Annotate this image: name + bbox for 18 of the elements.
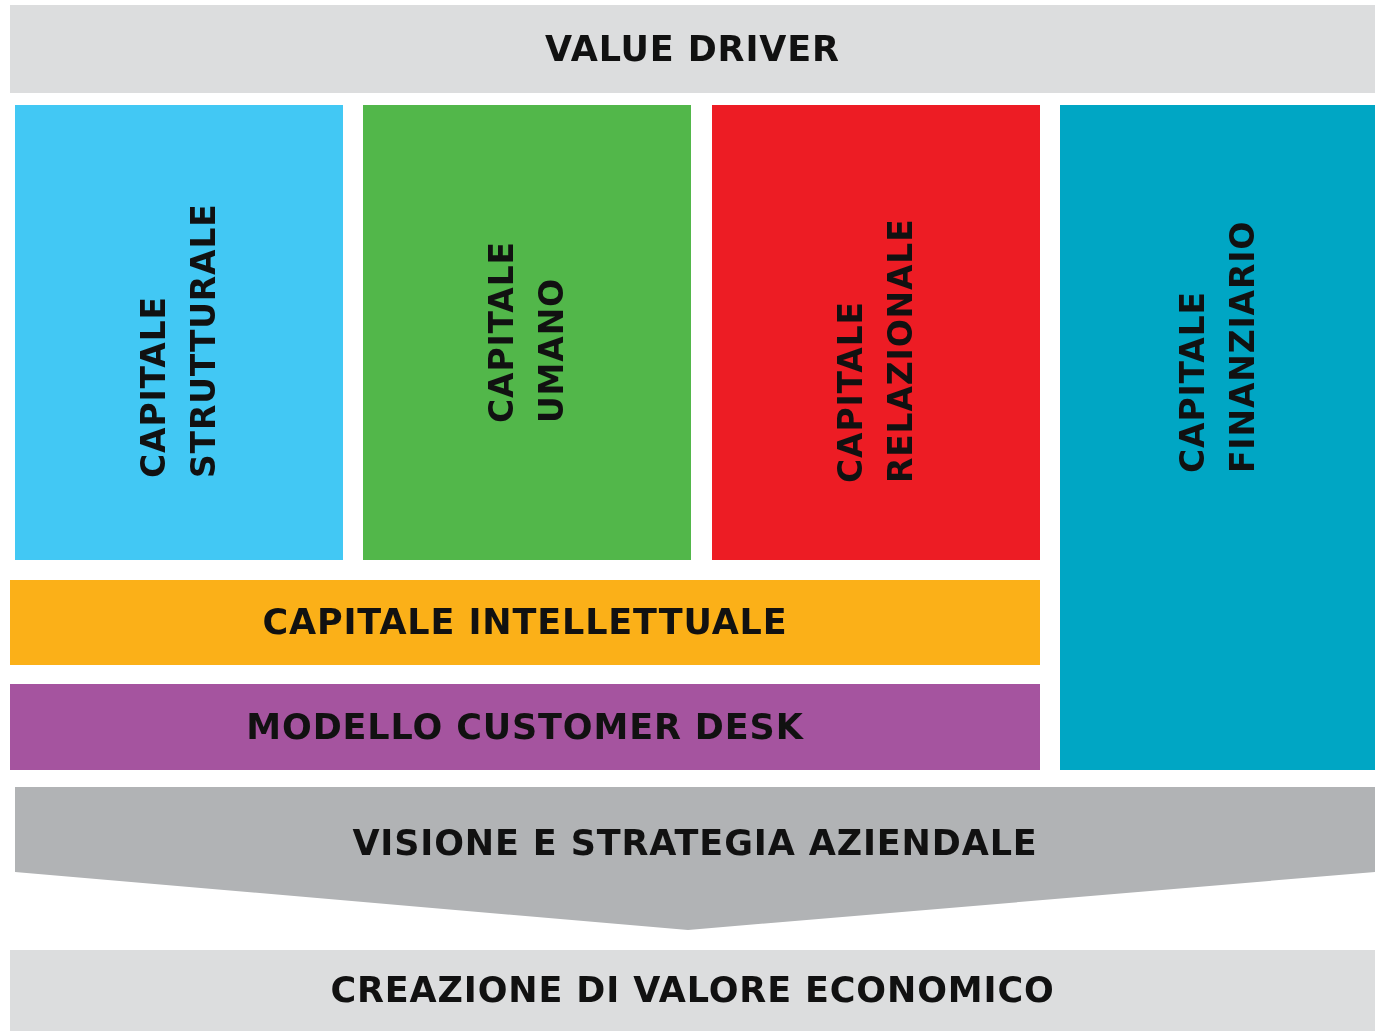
column-label: CAPITALE FINANZIARIO <box>1171 219 1263 473</box>
band-label: CAPITALE INTELLETTUALE <box>262 601 788 645</box>
column-label: CAPITALE UMANO <box>481 242 572 423</box>
column-label: CAPITALE RELAZIONALE <box>830 216 921 483</box>
chevron-arrow-shape <box>15 787 1375 930</box>
capital-column <box>363 105 691 560</box>
model-band <box>10 684 1040 770</box>
band-label: VISIONE E STRATEGIA AZIENDALE <box>352 822 1038 865</box>
band-label: MODELLO CUSTOMER DESK <box>246 705 804 749</box>
header-band <box>10 5 1375 93</box>
result-band <box>10 950 1375 1031</box>
band-label: VALUE DRIVER <box>545 27 840 71</box>
column-label: CAPITALE STRUTTURALE <box>133 201 224 478</box>
band-label: CREAZIONE DI VALORE ECONOMICO <box>330 969 1055 1013</box>
capital-column <box>15 105 343 560</box>
capital-band <box>10 580 1040 665</box>
capital-column <box>1060 105 1375 770</box>
capital-column <box>712 105 1040 560</box>
